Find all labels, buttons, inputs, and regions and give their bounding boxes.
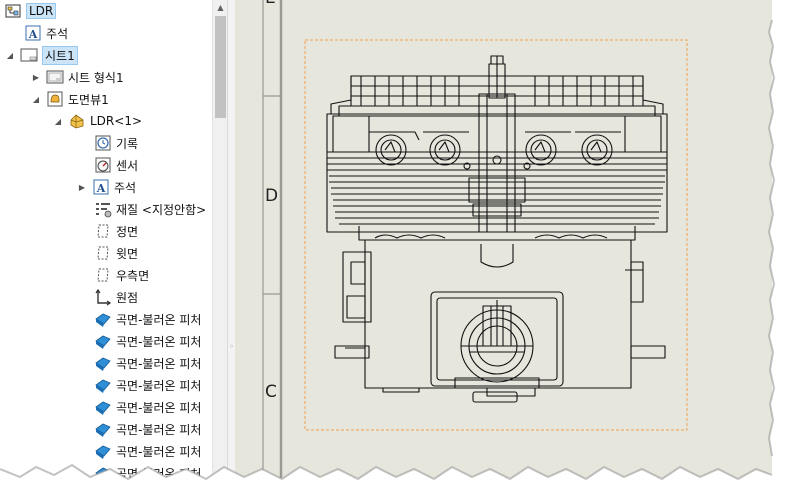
tree-item-ldr-drawing[interactable]: LDR [4, 0, 57, 22]
tree-item-label: LDR<1> [90, 114, 143, 128]
engine-drawing-view[interactable] [235, 0, 772, 478]
tree-item-label: 주석 [114, 180, 137, 195]
feature-manager-tree: LDR A 주석 ◢ 시트1 ▶ [0, 0, 212, 478]
annotation-icon: A [92, 178, 110, 196]
tree-item-label: 곡면-불러온 피처 [116, 312, 202, 327]
tree-item-imported-surface[interactable]: 곡면-불러온 피처 [94, 374, 201, 396]
sheet-format-icon [46, 68, 64, 86]
sheet-icon [20, 46, 38, 64]
scrollbar-thumb[interactable] [215, 16, 226, 118]
imported-surface-icon [94, 420, 112, 438]
imported-surface-icon [94, 398, 112, 416]
tree-item-imported-surface[interactable]: 곡면-불러온 피처 [94, 440, 201, 462]
tree-item-label: 주석 [46, 26, 69, 41]
tree-item-imported-surface[interactable]: 곡면-불러온 피처 [94, 330, 201, 352]
torn-edge-bottom [0, 463, 790, 500]
plane-icon [94, 244, 112, 262]
tree-item-ldr-assembly[interactable]: ◢ LDR<1> [52, 110, 142, 132]
tree-item-label: 시트 형식1 [68, 70, 124, 85]
splitter-grip-icon[interactable]: ◦ [229, 341, 234, 351]
drawing-sheet-canvas[interactable]: E D C [235, 0, 772, 478]
imported-surface-icon [94, 354, 112, 372]
tree-item-annotations-part[interactable]: ▶ A 주석 [76, 176, 136, 198]
collapse-arrow-icon[interactable]: ◢ [54, 116, 62, 126]
tree-item-right-plane[interactable]: 우측면 [94, 264, 149, 286]
tree-item-history[interactable]: 기록 [94, 132, 138, 154]
view-boundary[interactable] [304, 39, 688, 431]
imported-surface-icon [94, 332, 112, 350]
tree-item-annotations[interactable]: A 주석 [24, 22, 68, 44]
collapse-arrow-icon[interactable]: ◢ [32, 94, 40, 104]
tree-item-label: 곡면-불러온 피처 [116, 356, 202, 371]
tree-item-imported-surface[interactable]: 곡면-불러온 피처 [94, 308, 201, 330]
history-icon [94, 134, 112, 152]
scroll-up-arrow-icon[interactable]: ▲ [217, 3, 224, 12]
tree-item-sheet1[interactable]: ◢ 시트1 [4, 44, 78, 66]
tree-item-sheet-format1[interactable]: ▶ 시트 형식1 [30, 66, 124, 88]
torn-edge-right [767, 0, 790, 500]
collapse-arrow-icon[interactable]: ◢ [6, 50, 14, 60]
svg-text:A: A [96, 182, 106, 195]
assembly-drawing-icon [4, 2, 22, 20]
material-icon [94, 200, 112, 218]
drawing-view-icon [46, 90, 64, 108]
plane-icon [94, 222, 112, 240]
tree-item-label: 곡면-불러온 피처 [116, 334, 202, 349]
tree-item-material[interactable]: 재질 <지정안함> [94, 198, 206, 220]
tree-item-label: 곡면-불러온 피처 [116, 422, 202, 437]
tree-item-label: 곡면-불러온 피처 [116, 444, 202, 459]
tree-item-label: 곡면-불러온 피처 [116, 378, 202, 393]
sheet-zone-label-d: D [265, 186, 279, 206]
sheet-zone-label-c: C [265, 382, 277, 402]
tree-item-front-plane[interactable]: 정면 [94, 220, 138, 242]
tree-item-label: LDR [26, 3, 57, 19]
tree-item-label: 우측면 [116, 268, 150, 283]
imported-surface-icon [94, 442, 112, 460]
origin-icon [94, 288, 112, 306]
tree-item-label: 재질 <지정안함> [116, 202, 207, 217]
tree-item-label: 기록 [116, 136, 139, 151]
tree-item-label: 윗면 [116, 246, 139, 261]
tree-item-label: 곡면-불러온 피처 [116, 400, 202, 415]
tree-item-imported-surface[interactable]: 곡면-불러온 피처 [94, 418, 201, 440]
expand-arrow-icon[interactable]: ▶ [32, 72, 40, 82]
tree-item-drawing-view1[interactable]: ◢ 도면뷰1 [30, 88, 109, 110]
tree-scrollbar[interactable]: ▲ [212, 0, 228, 478]
tree-item-origin[interactable]: 원점 [94, 286, 138, 308]
imported-surface-icon [94, 310, 112, 328]
imported-surface-icon [94, 376, 112, 394]
tree-item-top-plane[interactable]: 윗면 [94, 242, 138, 264]
sheet-zone-label-e: E [265, 0, 276, 8]
tree-item-label: 시트1 [42, 45, 78, 65]
solidworks-drawing-window: LDR A 주석 ◢ 시트1 ▶ [0, 0, 772, 478]
tree-item-sensors[interactable]: 센서 [94, 154, 138, 176]
sensor-icon [94, 156, 112, 174]
annotation-icon: A [24, 24, 42, 42]
plane-icon [94, 266, 112, 284]
tree-item-imported-surface[interactable]: 곡면-불러온 피처 [94, 352, 201, 374]
tree-item-label: 정면 [116, 224, 139, 239]
expand-arrow-icon[interactable]: ▶ [78, 182, 86, 192]
tree-item-label: 센서 [116, 158, 139, 173]
tree-item-label: 도면뷰1 [68, 92, 109, 107]
svg-text:A: A [28, 28, 38, 41]
assembly-icon [68, 112, 86, 130]
tree-item-imported-surface[interactable]: 곡면-불러온 피처 [94, 396, 201, 418]
tree-item-label: 원점 [116, 290, 139, 305]
